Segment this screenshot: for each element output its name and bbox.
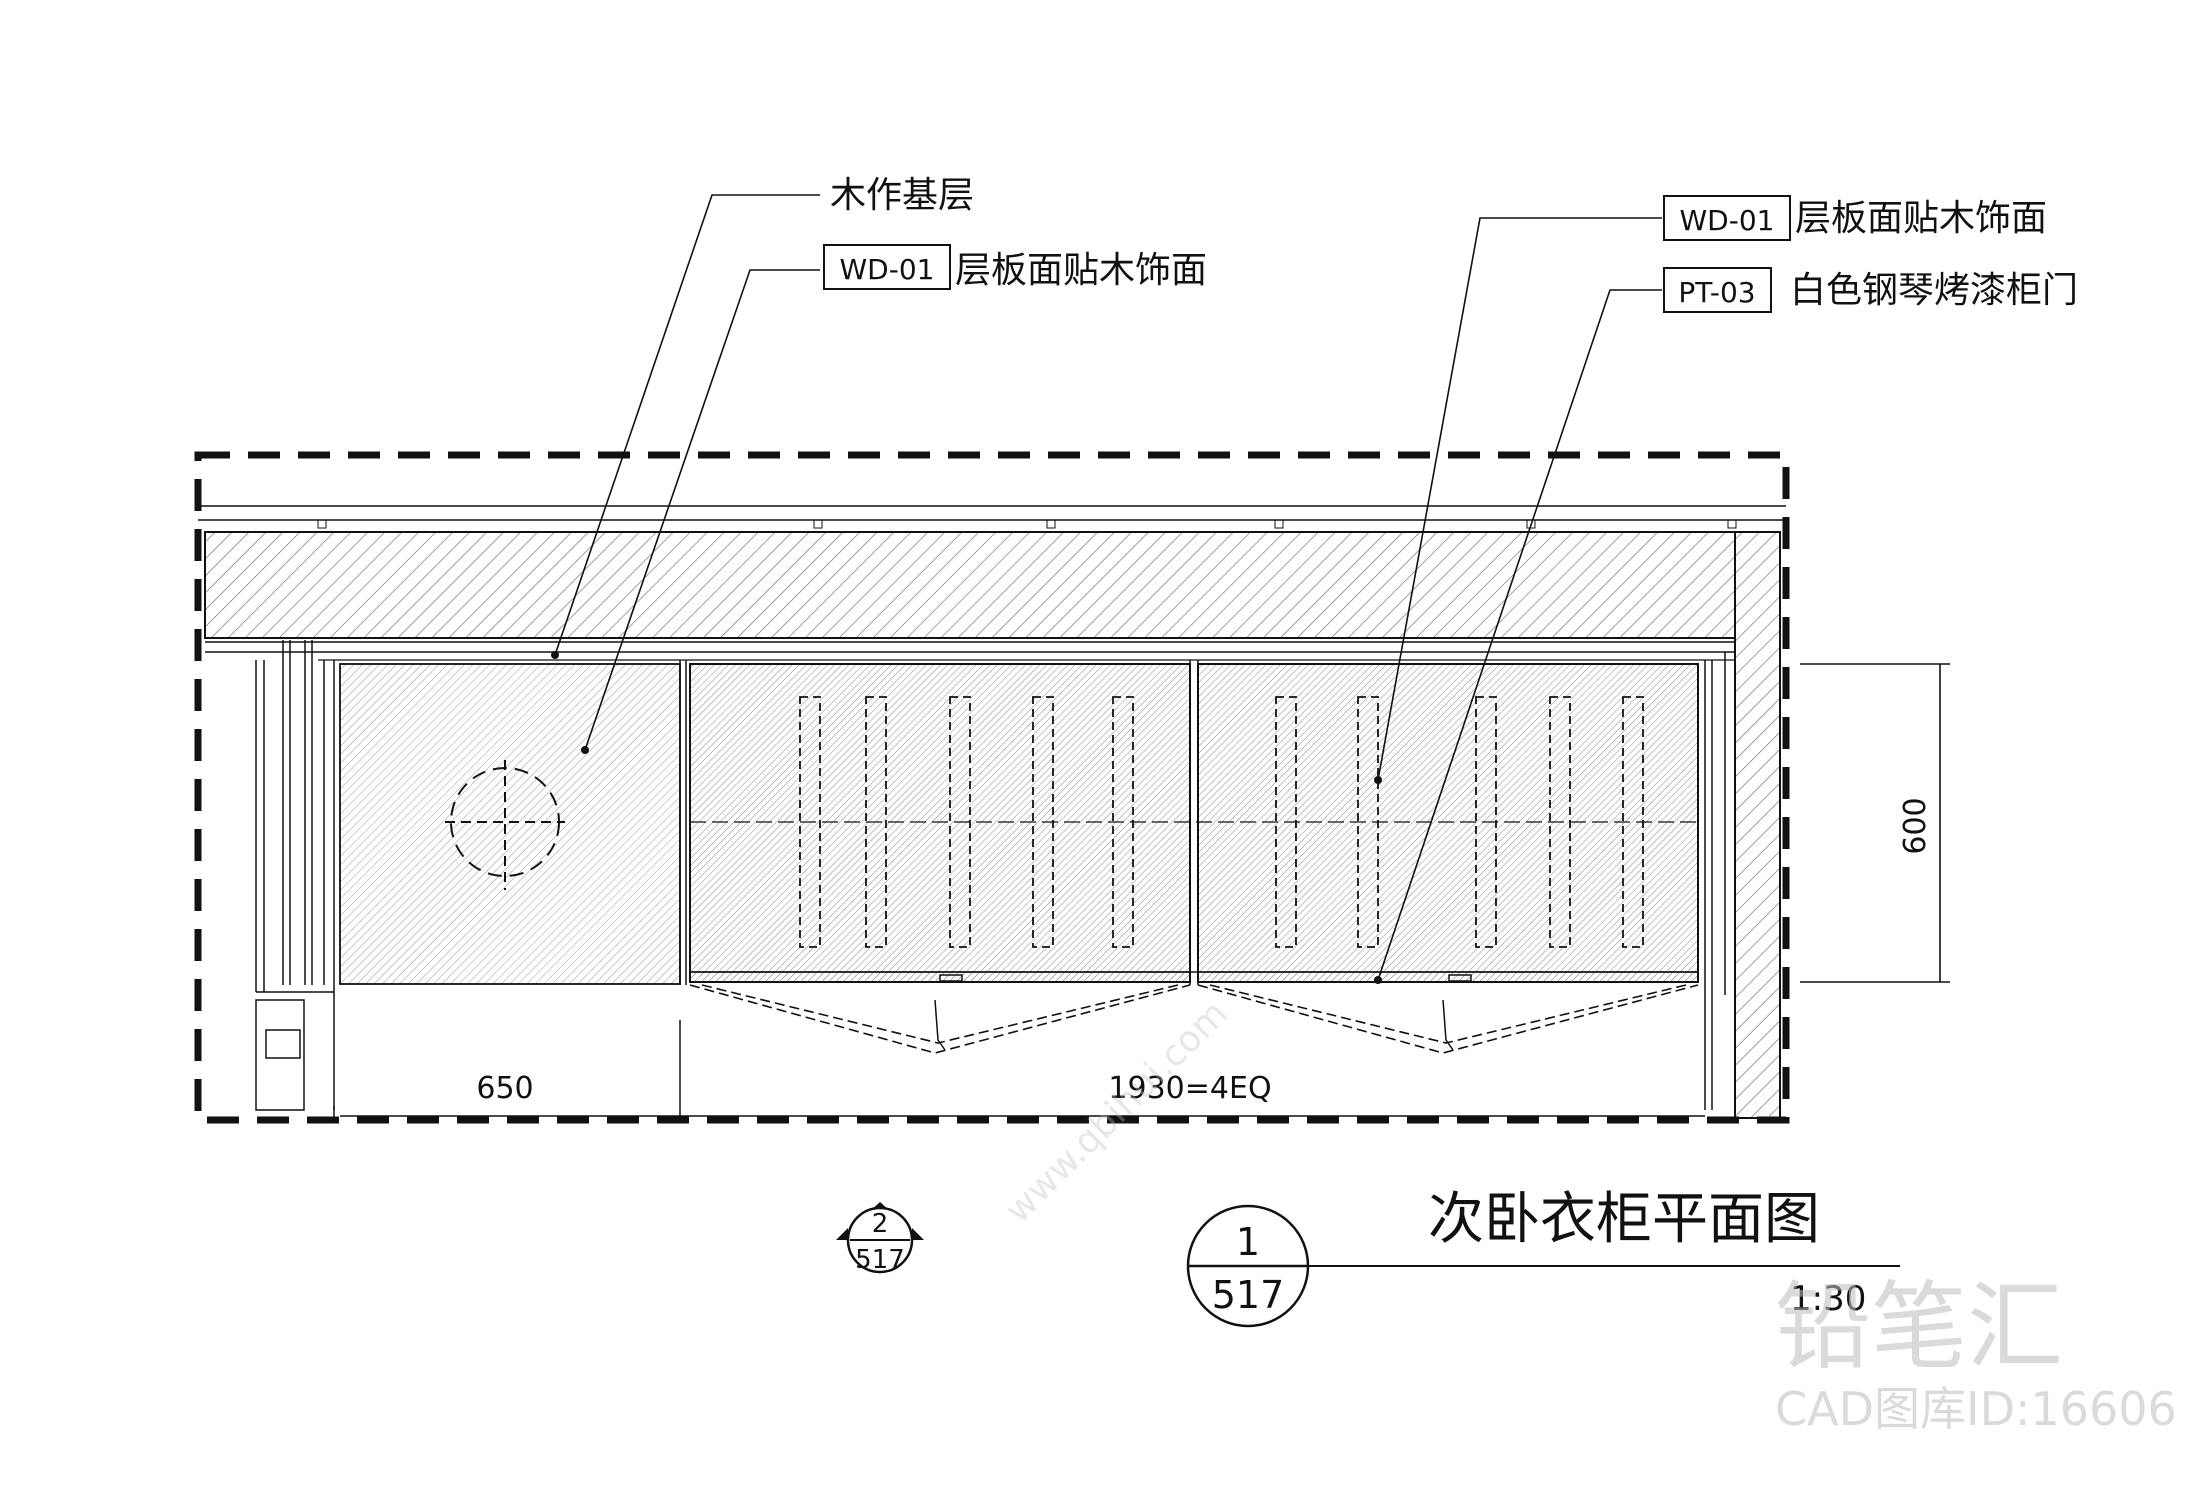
dashed-boundary [194,451,1790,1124]
section-marker [836,1202,924,1274]
annotation-left-base-layer: 木作基层 [830,175,974,216]
hanging-rod-symbol [445,760,565,890]
section-marker-number: 2 [872,1209,889,1239]
section-marker-sheet: 517 [855,1245,905,1275]
depth-dimension [1800,663,1950,983]
leader-lines [554,194,1662,981]
tag-left-wd: WD-01 [840,253,935,286]
cabinet-section-right [1197,663,1699,983]
cabinet-section-left [689,663,1191,983]
leader-arrowheads [551,651,1382,984]
door-swing-lines [689,984,1699,1054]
door-panel-bottom-right [1197,971,1699,983]
watermark-url: www.qbihui.com [997,993,1235,1231]
left-width-dimension: 650 [476,1071,533,1106]
right-wall [1734,531,1781,1119]
door-handles [934,974,1472,1051]
watermark-gallery-id: CAD图库ID:16606 [1775,1382,2177,1436]
annotation-left-wd-text: 层板面贴木饰面 [955,250,1207,291]
tag-right-pt: PT-03 [1678,276,1755,309]
title-block-number: 1 [1236,1220,1260,1264]
watermark-brand: 铅笔汇 [1775,1271,2063,1383]
hanger-slots-left [799,696,1134,948]
tag-box-left-wd [823,244,951,290]
drawing-scale: 1:30 [1790,1279,1866,1319]
left-side-panels [255,640,335,1111]
top-wall [204,531,1736,639]
title-block-symbol [1186,1204,1900,1328]
annotation-right-pt-text: 白色钢琴烤漆柜门 [1790,270,2078,311]
title-block-sheet: 517 [1212,1273,1285,1317]
hanger-slots-right [1275,696,1644,948]
left-cabinet [339,663,681,985]
annotation-right-wd-text: 层板面贴木饰面 [1795,198,2047,239]
tag-right-wd: WD-01 [1680,204,1775,237]
tag-box-right-pt [1663,267,1772,313]
top-band-markers [317,519,1737,529]
drawing-title: 次卧衣柜平面图 [1428,1187,1820,1252]
depth-dimension-text: 600 [1898,797,1933,854]
tag-box-right-wd [1663,195,1791,241]
cabinet-width-dimension: 1930=4EQ [1108,1071,1271,1106]
